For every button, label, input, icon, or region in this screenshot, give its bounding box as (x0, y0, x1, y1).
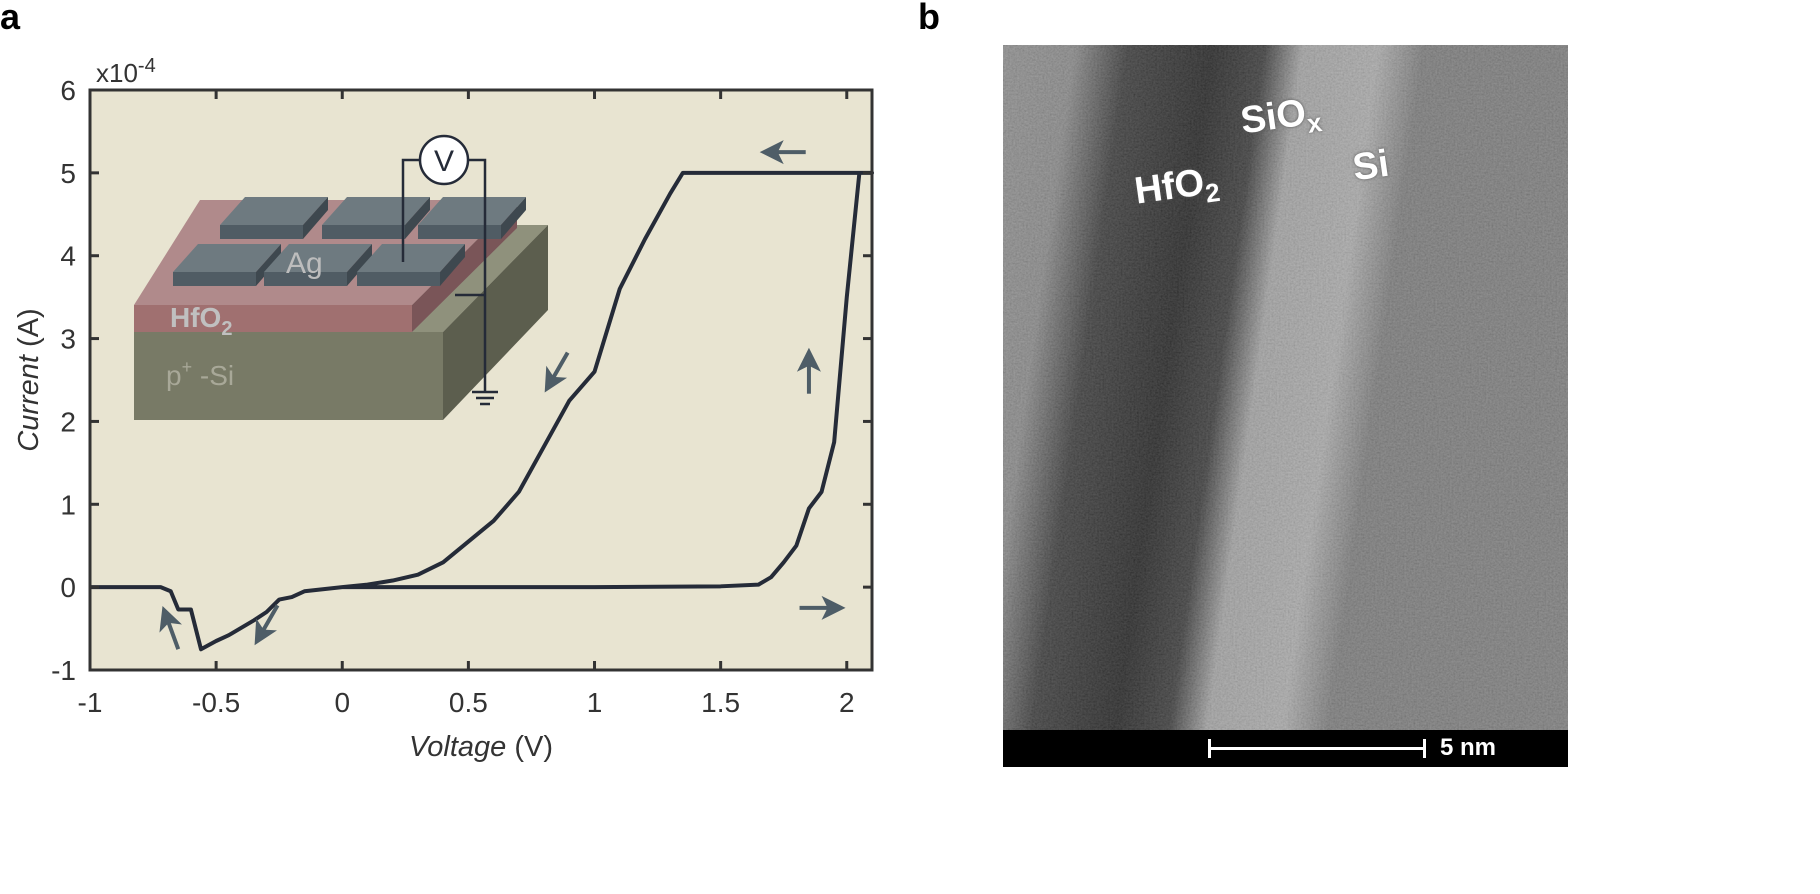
device-schematic-inset: V Ag HfO2 p+ -Si (134, 134, 548, 420)
ground-icon (472, 390, 498, 406)
sweep-direction-arrow-icon (544, 351, 570, 393)
x-axis-label: Voltage (V) (409, 731, 553, 763)
scale-bar-strip: 5 nm (1003, 730, 1568, 767)
iv-chart: V Ag HfO2 p+ -Si -1 -0.5 0 0.5 1 1.5 2 -1 0 1 2 3 4 5… (13, 55, 874, 763)
y-tick-label: 0 (60, 572, 76, 603)
sweep-direction-arrow-icon (254, 604, 280, 646)
x-tick-label: 0 (334, 687, 350, 718)
ag-electrode-pad (418, 197, 526, 239)
plot-frame (88, 88, 874, 672)
ag-electrode-pad (264, 244, 372, 286)
panel-label-a: a (0, 0, 21, 37)
voltmeter-icon (418, 134, 470, 186)
panel-label-b: b (918, 0, 940, 37)
electrode-label: Ag (286, 247, 323, 280)
sweep-direction-arrow-icon (796, 347, 821, 394)
ag-electrode-pad (220, 197, 328, 239)
y-tick-label: 6 (60, 75, 76, 106)
sweep-direction-arrow-icon (159, 606, 182, 650)
x-tick-label: -1 (78, 687, 103, 718)
x-tick-label: 1.5 (701, 687, 740, 718)
substrate-label: p+ -Si (166, 357, 234, 391)
y-multiplier: x10-4 (96, 55, 156, 88)
y-tick-label: -1 (51, 655, 76, 686)
sweep-direction-arrow-icon (759, 140, 806, 165)
x-tick-label: 2 (839, 687, 855, 718)
y-tick-label: 1 (60, 489, 76, 520)
oxide-front (134, 305, 412, 332)
x-tick-label: -0.5 (192, 687, 240, 718)
scale-bar (1208, 747, 1426, 750)
y-tick-label: 5 (60, 158, 76, 189)
y-axis-label: Current (A) (13, 308, 45, 451)
y-tick-label: 4 (60, 241, 76, 272)
scale-bar-label: 5 nm (1440, 734, 1497, 761)
x-tick-label: 0.5 (449, 687, 488, 718)
sweep-direction-arrow-icon (799, 595, 846, 620)
ag-electrode-pad (173, 244, 281, 286)
ground-wire (468, 158, 487, 392)
y-tick-label: 3 (60, 324, 76, 355)
ag-electrode-pad (357, 244, 465, 286)
si-label: Si (1350, 142, 1392, 190)
iv-curve-series (90, 170, 874, 652)
substrate-top (412, 225, 548, 332)
voltmeter-label: V (434, 145, 454, 178)
probe-wire (401, 158, 420, 262)
oxide-label: HfO2 (170, 302, 232, 340)
x-tick-label: 1 (587, 687, 603, 718)
tem-micrograph: HfO2 SiOx Si 5 nm (1003, 45, 1568, 767)
substrate-side (443, 225, 548, 420)
y-tick-label: 2 (60, 406, 76, 437)
substrate-front (134, 332, 443, 420)
